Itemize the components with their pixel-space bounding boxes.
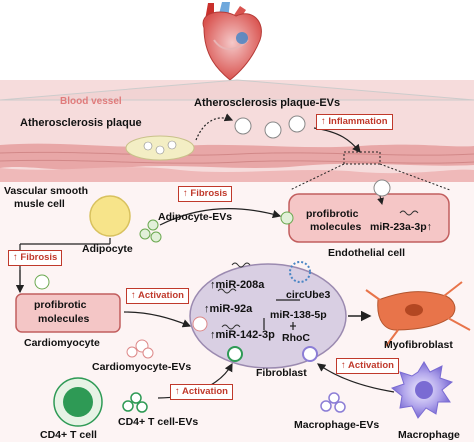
cardio-profibrotic-line1: profibrotic [34, 299, 87, 311]
adipocyte-ev-icons [139, 219, 162, 243]
fibroblast-cell [189, 263, 347, 369]
mir142-label: ↑miR-142-3p [210, 329, 275, 341]
macrophage-evs-label: Macrophage-EVs [294, 419, 380, 431]
cardiomyocyte-evs-label: Cardiomyocyte-EVs [92, 361, 192, 373]
cardiomyocyte-label: Cardiomyocyte [24, 337, 100, 349]
rhoc-label: RhoC [282, 332, 310, 344]
mir92a-label: ↑miR-92a [204, 303, 253, 315]
heart-icon [202, 2, 262, 81]
vsmc-label-line2: musle cell [14, 198, 65, 210]
plaque-icon [125, 135, 195, 161]
mir208a-label: ↑miR-208a [210, 279, 265, 291]
mir23a-label: miR-23a-3p↑ [370, 221, 432, 233]
activation-badge-cardio: ↑ Activation [126, 288, 189, 304]
plaque-ev-icons [234, 115, 306, 139]
activation-badge-mac: ↑ Activation [336, 358, 399, 374]
endothelial-profibrotic-line1: profibrotic [306, 208, 359, 220]
circube3-icon [289, 261, 311, 283]
vessel-wall [0, 143, 474, 182]
myofibroblast-label: Myofibroblast [384, 339, 453, 351]
mir138-label: miR-138-5p [270, 309, 327, 321]
fibroblast-label: Fibroblast [256, 367, 307, 379]
cd4-evs-label: CD4+ T cell-EVs [118, 416, 199, 428]
cd4-label: CD4+ T cell [40, 429, 97, 441]
adipocyte-label: Adipocyte [82, 243, 133, 255]
macrophage-ev-icons [320, 392, 346, 413]
plaque-evs-label: Atherosclerosis plaque-EVs [194, 97, 341, 109]
fibrosis-badge-left: ↑ Fibrosis [8, 250, 63, 266]
circube3-label: circUbe3 [286, 289, 331, 301]
zoom-box [343, 151, 381, 165]
cardiomyocyte-ev-icons [126, 339, 154, 359]
endothelial-label: Endothelial cell [328, 247, 406, 259]
activation-triangle [0, 79, 474, 101]
cardio-profibrotic-line2: molecules [38, 313, 90, 325]
endothelial-profibrotic-line2: molecules [310, 221, 362, 233]
activation-badge-cd4: ↑ Activation [170, 384, 233, 400]
adipocyte-endothelial-arrow [159, 208, 282, 226]
cardiomyocyte-fibroblast-arrow [123, 311, 192, 328]
fibrosis-badge-top: ↑ Fibrosis [178, 186, 233, 202]
vsmc-label-line1: Vascular smooth [4, 185, 89, 197]
cd4-ev-icons [122, 392, 148, 413]
plaque-label: Atherosclerosis plaque [20, 117, 142, 129]
plaque-evs-arrow [195, 113, 234, 141]
adipocyte-evs-label: Adipocyte-EVs [158, 211, 233, 223]
cardiomyocyte-cell [15, 293, 121, 333]
inflammation-badge: ↑ Inflammation [316, 114, 393, 130]
adipocyte-cell [89, 195, 131, 237]
blood-vessel-label: Blood vessel [60, 96, 122, 107]
macrophage-label: Macrophage [398, 429, 460, 441]
macrophage-fibroblast-arrow [317, 363, 395, 393]
